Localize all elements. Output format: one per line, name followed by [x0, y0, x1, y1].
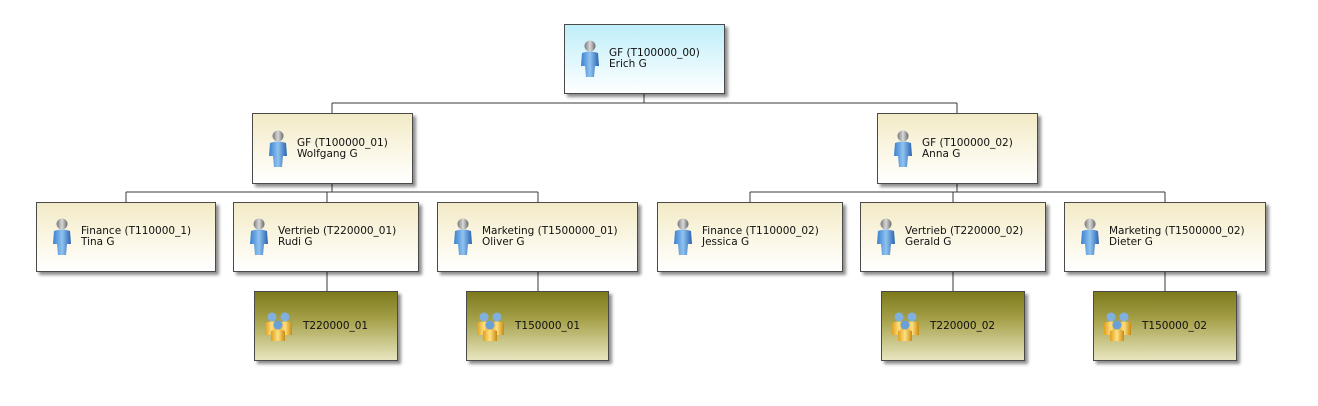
node-person-name: Wolfgang G [297, 147, 358, 160]
person-icon [53, 218, 71, 255]
unit-label: T150000_02 [1142, 320, 1208, 332]
node-person-name: Anna G [922, 147, 961, 160]
person-icon [269, 130, 287, 167]
group-icon [892, 312, 919, 341]
node-person-name: Tina G [81, 236, 115, 248]
node-person-name: Gerald G [905, 236, 952, 248]
person-icon [1081, 218, 1099, 255]
group-icon [1104, 312, 1131, 341]
person-icon [250, 218, 268, 255]
unit-label: T220000_02 [930, 320, 996, 332]
org-node-marketing-2[interactable]: Marketing (T1500000_02)Dieter G [1064, 202, 1266, 272]
org-node-finance-2[interactable]: Finance (T110000_02)Jessica G [657, 202, 843, 272]
unit-label: T220000_01 [303, 320, 369, 332]
org-unit-2[interactable]: T150000_01 [466, 291, 609, 361]
unit-label: T150000_01 [515, 320, 581, 332]
person-icon [454, 218, 472, 255]
org-node-root[interactable]: GF (T100000_00)Erich G [564, 24, 725, 94]
org-unit-4[interactable]: T150000_02 [1093, 291, 1237, 361]
node-person-name: Dieter G [1109, 236, 1153, 248]
person-icon [674, 218, 692, 255]
org-node-marketing-1[interactable]: Marketing (T1500000_01)Oliver G [437, 202, 638, 272]
person-icon [581, 40, 599, 77]
node-title: Vertrieb (T220000_01) [278, 225, 397, 237]
node-title: Finance (T110000_1) [81, 225, 192, 237]
node-title: GF (T100000_02) [922, 136, 1013, 149]
node-title: GF (T100000_01) [297, 136, 388, 149]
node-title: Finance (T110000_02) [702, 225, 819, 237]
group-icon [265, 312, 292, 341]
org-node-finance-1[interactable]: Finance (T110000_1)Tina G [36, 202, 216, 272]
org-node-gf1[interactable]: GF (T100000_01)Wolfgang G [252, 113, 413, 184]
node-title: Marketing (T1500000_01) [482, 225, 618, 237]
org-node-vertrieb-2[interactable]: Vertrieb (T220000_02)Gerald G [860, 202, 1046, 272]
node-title: GF (T100000_00) [609, 47, 700, 59]
node-person-name: Oliver G [482, 236, 525, 248]
person-icon [894, 130, 912, 167]
node-title: Vertrieb (T220000_02) [905, 225, 1024, 237]
org-node-vertrieb-1[interactable]: Vertrieb (T220000_01)Rudi G [233, 202, 419, 272]
node-person-name: Erich G [609, 58, 647, 70]
node-title: Marketing (T1500000_02) [1109, 225, 1245, 237]
org-unit-1[interactable]: T220000_01 [254, 291, 398, 361]
node-person-name: Jessica G [702, 236, 750, 248]
group-icon [477, 312, 504, 341]
person-icon [877, 218, 895, 255]
org-node-gf2[interactable]: GF (T100000_02)Anna G [877, 113, 1038, 184]
node-person-name: Rudi G [278, 236, 313, 248]
org-unit-3[interactable]: T220000_02 [881, 291, 1025, 361]
